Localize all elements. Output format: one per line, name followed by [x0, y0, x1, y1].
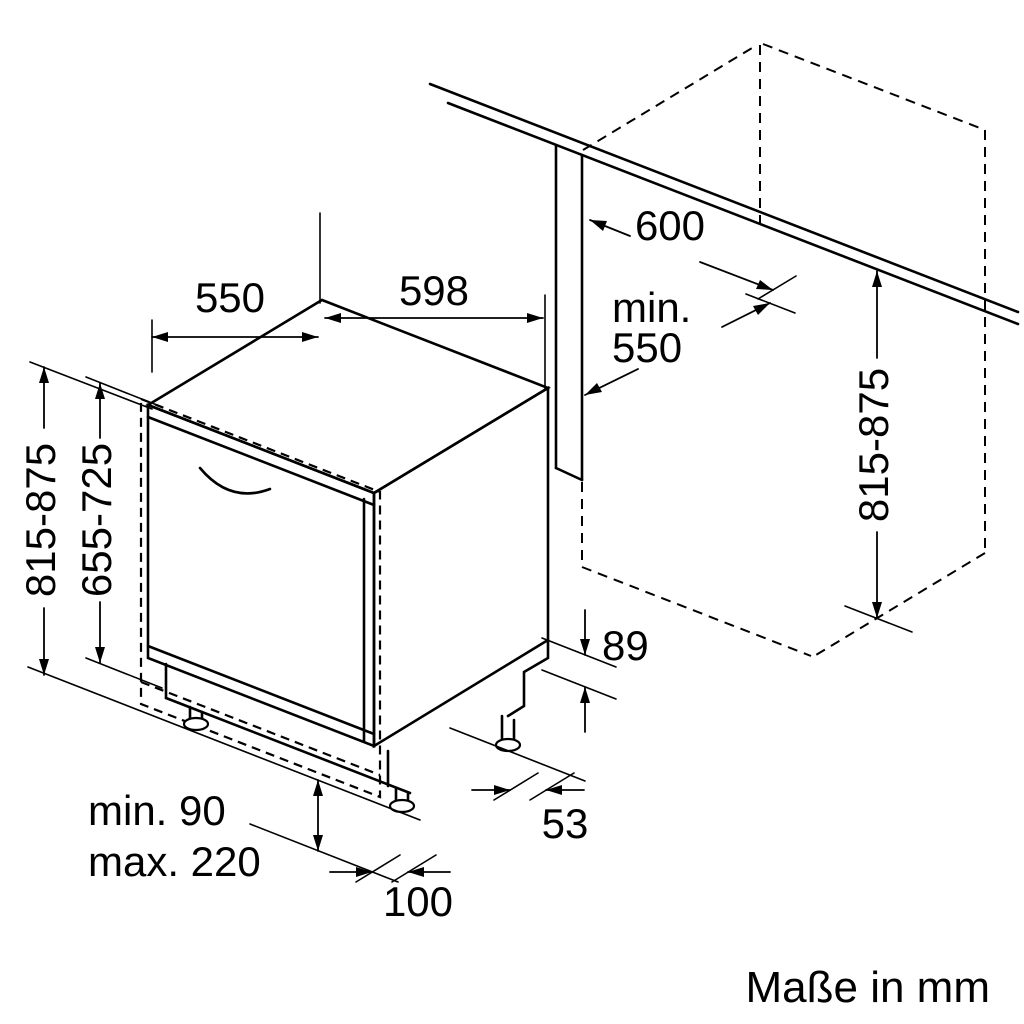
niche-top-back-edge	[762, 43, 986, 131]
dim-front-foot-setback-label: 100	[383, 878, 453, 925]
dim-plinth-min-label: min. 90	[88, 787, 226, 834]
appliance-right-face	[372, 385, 550, 749]
dimensions: 550 598 600 min. 550	[17, 202, 913, 925]
units-note: Maße in mm	[746, 963, 990, 1012]
dim-niche-width-prefix: min.	[612, 284, 691, 331]
dim-niche-width: min. 550	[584, 284, 796, 396]
front-right-foot	[388, 798, 416, 814]
niche	[428, 43, 1020, 659]
cabinet-side-panel-bottom	[554, 466, 584, 482]
dim-plinth-max-label: max. 220	[88, 838, 261, 885]
dim-front-foot-setback: 100	[329, 854, 453, 925]
appliance	[145, 298, 551, 795]
dim-rear-step-height: 89	[541, 609, 649, 733]
furniture-door-panel	[139, 397, 382, 799]
appliance-front-face	[146, 403, 376, 748]
dim-top-width-label: 598	[399, 267, 469, 314]
dim-niche-depth: 600	[589, 202, 797, 300]
dim-rear-step-height-label: 89	[602, 622, 649, 669]
dim-niche-height: 815-875	[844, 270, 913, 633]
countertop-front-edge	[428, 82, 1020, 314]
dim-rear-foot-setback-label: 53	[542, 800, 589, 847]
floor-line-rear	[449, 727, 586, 782]
dim-appliance-height: 815-875	[17, 361, 153, 676]
floor-lines	[27, 666, 586, 821]
dim-niche-height-label: 815-875	[850, 368, 897, 522]
door-handle	[198, 466, 272, 495]
adjustable-feet	[182, 705, 522, 814]
door-bottom-edge	[146, 644, 376, 736]
dim-top-width: 598	[324, 267, 546, 391]
rear-foot-stem	[500, 714, 516, 741]
dim-niche-width-value: 550	[612, 324, 682, 371]
rear-plinth-step	[506, 638, 550, 718]
dim-niche-depth-label: 600	[635, 202, 705, 249]
front-left-foot	[182, 716, 210, 732]
appliance-top-face	[145, 298, 551, 495]
base-bottom-edge	[164, 696, 412, 795]
dim-appliance-height-label: 815-875	[17, 443, 64, 597]
furniture-door-outline	[139, 397, 382, 799]
rear-foot	[494, 737, 522, 753]
floor-line-front	[27, 666, 421, 821]
niche-floor-right-edge	[810, 552, 986, 659]
door-top-edge	[146, 415, 376, 507]
niche-floor-front-edge	[581, 566, 812, 657]
dim-top-depth: 550	[151, 212, 321, 373]
furniture-door-bottom-min	[140, 680, 381, 777]
dim-door-panel-height-label: 655-725	[73, 443, 120, 597]
dim-door-panel-height: 655-725	[73, 376, 163, 689]
dim-plinth-height: min. 90 max. 220	[88, 779, 399, 885]
dim-top-depth-label: 550	[195, 274, 265, 321]
dim-rear-foot-setback: 53	[471, 772, 589, 847]
niche-top-left-edge	[582, 44, 758, 151]
countertop-lower-edge	[446, 101, 1020, 326]
